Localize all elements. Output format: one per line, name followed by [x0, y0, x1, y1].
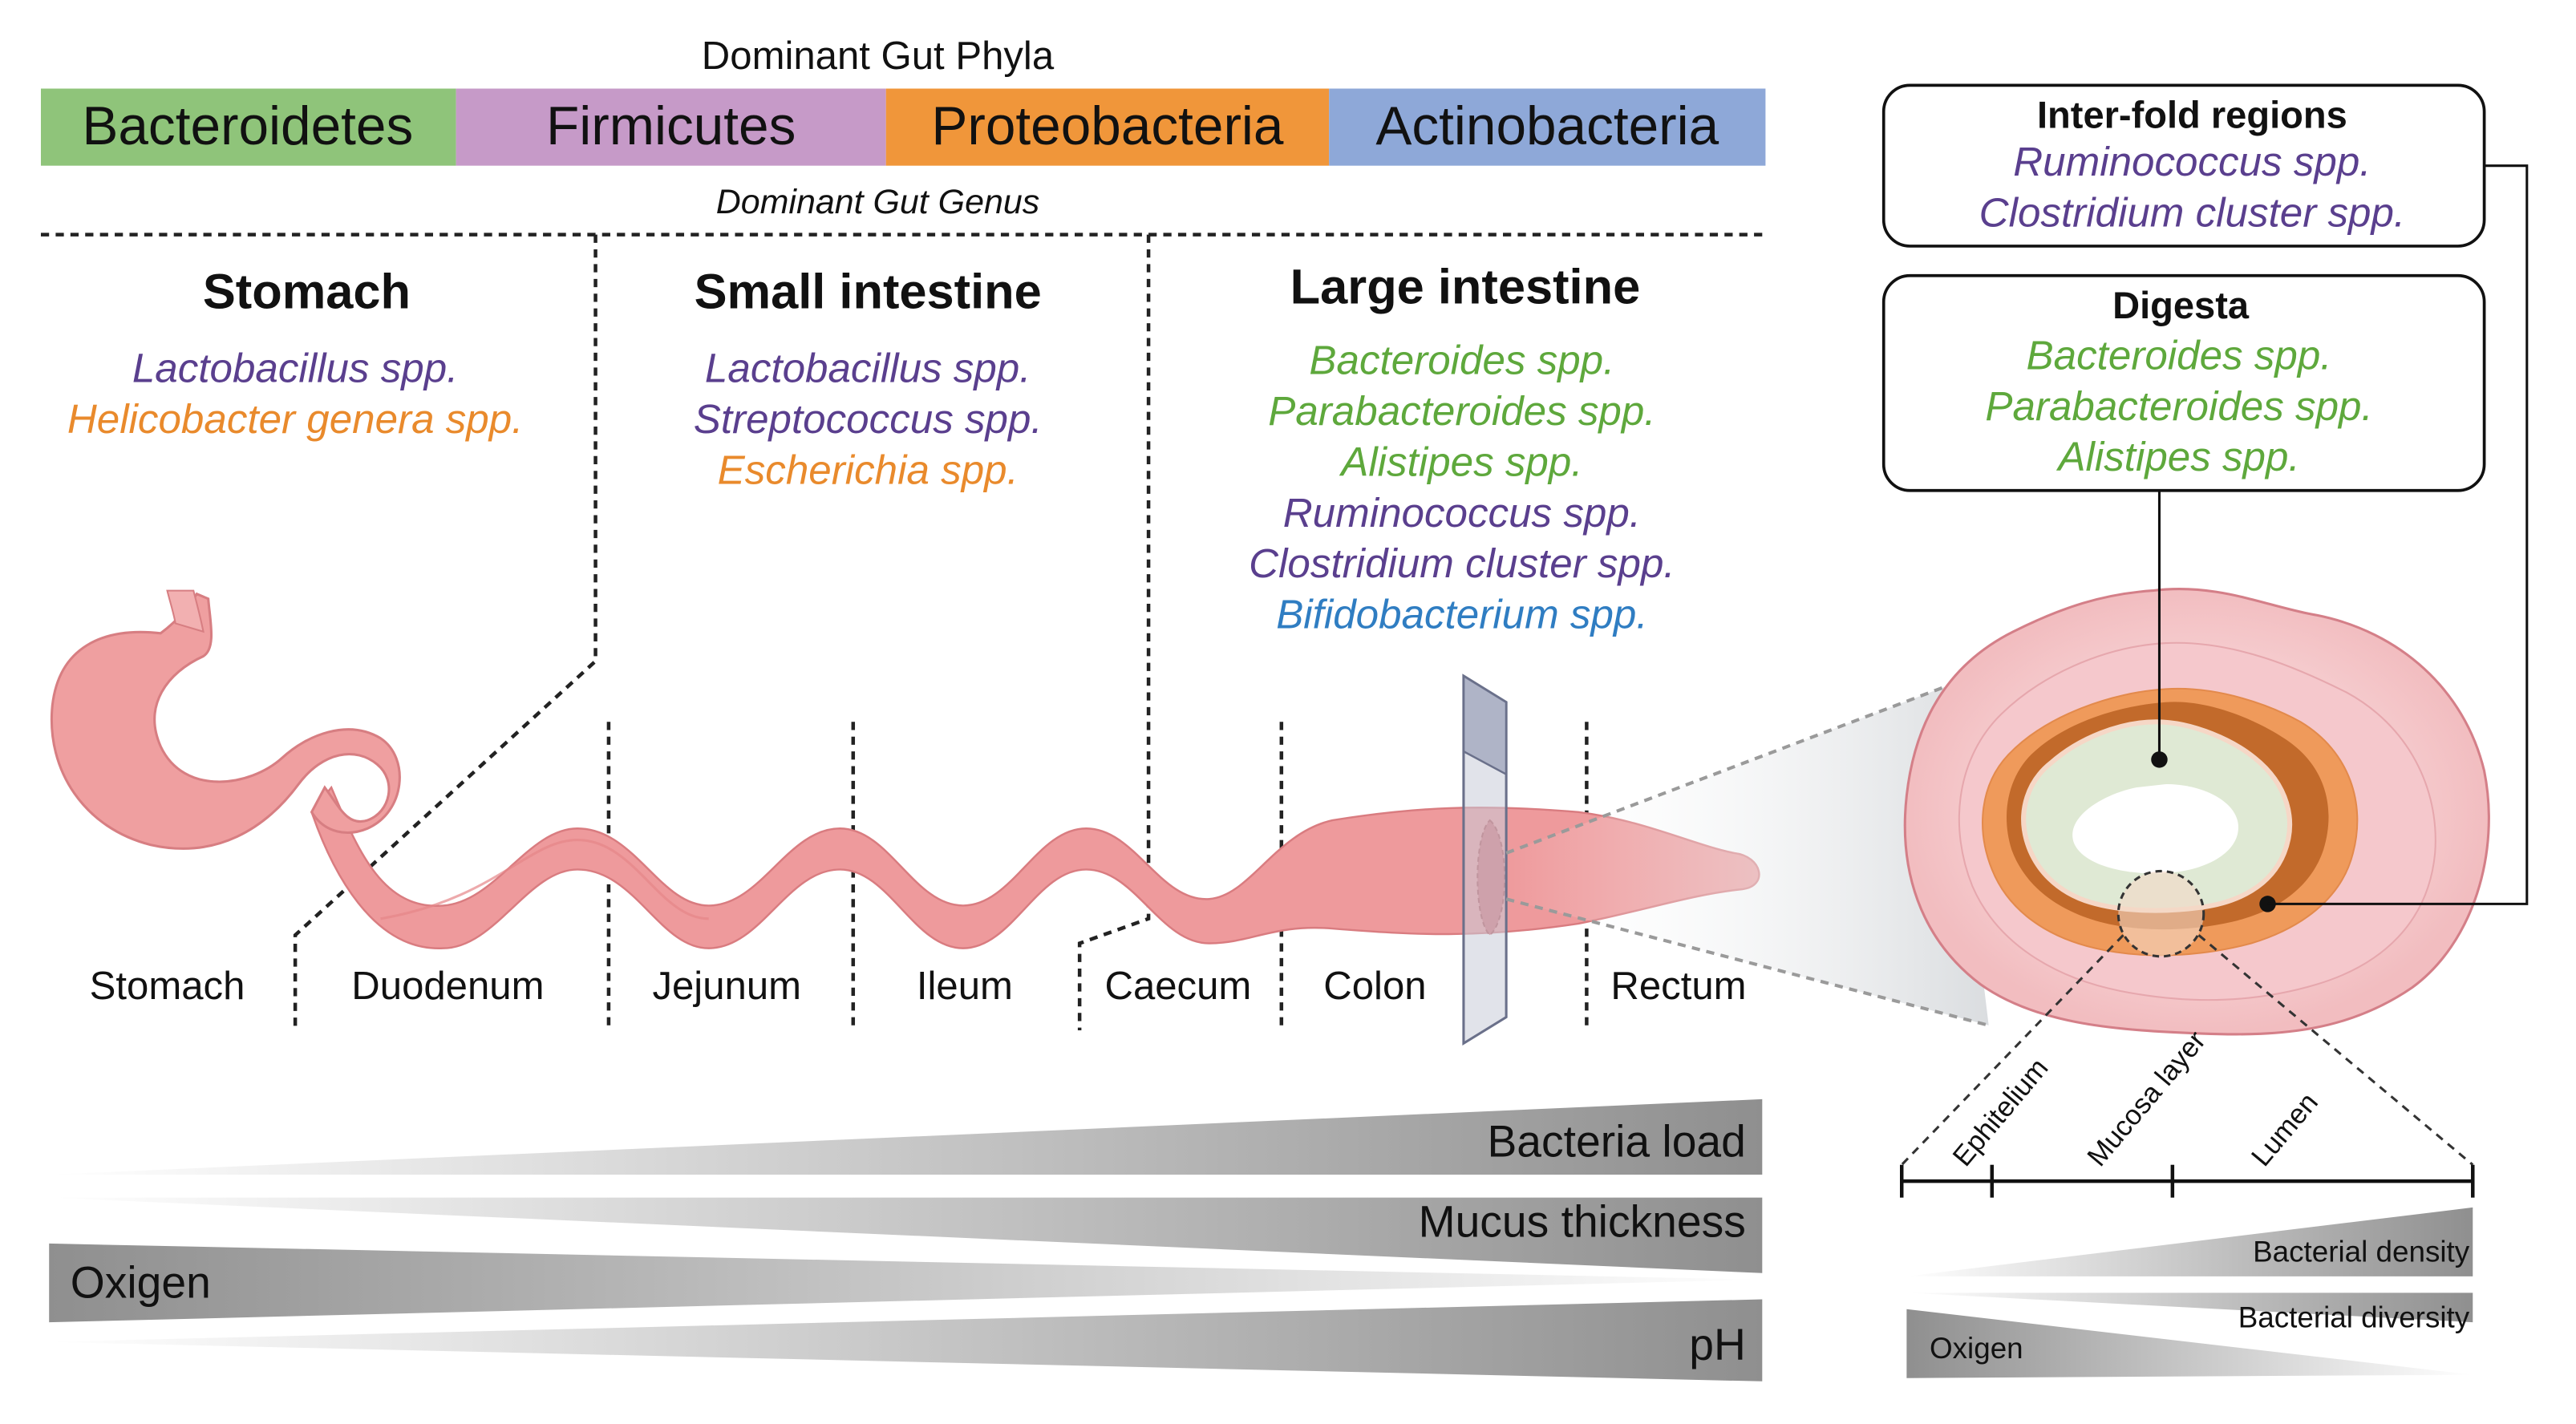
phyla-actinobacteria-segment	[1329, 88, 1766, 166]
ph-wedge	[49, 1299, 1763, 1382]
phyla-proteobacteria-segment	[885, 88, 1330, 166]
bacteria-load-wedge	[49, 1098, 1763, 1175]
stomach-shape	[50, 592, 401, 850]
segment-labels: Stomach Duodenum Jejunum Ileum Caecum Co…	[90, 965, 1747, 1008]
right-oxigen-wedge	[1906, 1309, 2473, 1378]
layer-scale: Ephitelium Mucosa layer Lumen	[1899, 1026, 2475, 1198]
segment-colon: Colon	[1323, 965, 1426, 1008]
interfold-title: Inter-fold regions	[2037, 94, 2347, 136]
large-intestine-genera-block: Large intestine Bacteroides spp. Parabac…	[1249, 260, 1675, 637]
phyla-bar: Bacteroidetes Firmicutes Proteobacteria …	[40, 88, 1766, 166]
stomach-genera-block: Stomach Lactobacillus spp. Helicobacter …	[67, 265, 524, 443]
segment-ileum: Ileum	[917, 965, 1013, 1008]
layer-mucosa-label: Mucosa layer	[2082, 1026, 2212, 1172]
zoom-lines	[1901, 934, 2474, 1166]
callout-connectors	[2157, 164, 2529, 905]
interfold-callout: Inter-fold regions Ruminococcus spp. Clo…	[1881, 83, 2486, 248]
projection-lines	[1505, 684, 1990, 1027]
segment-jejunum: Jejunum	[652, 965, 801, 1008]
bacterial-density-wedge	[1906, 1207, 2473, 1276]
large-genus-4: Ruminococcus spp.	[1283, 490, 1641, 536]
intestine-fold-line	[380, 839, 709, 920]
divider-small-large	[1077, 234, 1151, 1030]
large-genus-5: Clostridium cluster spp.	[1249, 540, 1675, 586]
projection-cone	[1506, 686, 1989, 1026]
glass-slide-label	[1462, 674, 1508, 776]
oxigen-wedge	[49, 1243, 1763, 1323]
small-genus-3: Escherichia spp.	[718, 447, 1019, 493]
ph-label: pH	[1689, 1320, 1746, 1369]
small-genus-2: Streptococcus spp.	[694, 396, 1043, 442]
right-oxigen-label: Oxigen	[1930, 1332, 2023, 1365]
mucus-thickness-label: Mucus thickness	[1419, 1197, 1746, 1247]
digesta-box	[1881, 273, 2486, 492]
oxigen-label: Oxigen	[71, 1257, 211, 1307]
small-intestine-title: Small intestine	[695, 265, 1042, 320]
large-intestine-title: Large intestine	[1290, 260, 1641, 315]
segment-duodenum: Duodenum	[351, 965, 544, 1008]
interfold-genus-1: Ruminococcus spp.	[2013, 139, 2371, 184]
lumen-center	[2072, 784, 2238, 874]
bacteria-load-label: Bacteria load	[1487, 1116, 1745, 1166]
stomach-genus-1: Lactobacillus spp.	[132, 346, 459, 391]
left-gradients: Bacteria load Mucus thickness Oxigen pH	[49, 1098, 1763, 1382]
right-gradients: Bacterial density Bacterial diversity Ox…	[1906, 1207, 2473, 1378]
large-genus-6: Bifidobacterium spp.	[1276, 592, 1647, 637]
segment-rectum: Rectum	[1610, 965, 1746, 1008]
bacterial-density-label: Bacterial density	[2253, 1235, 2470, 1268]
interfold-connector	[2267, 164, 2529, 905]
interfold-genus-2: Clostridium cluster spp.	[1979, 189, 2405, 235]
segment-stomach: Stomach	[90, 965, 245, 1008]
phyla-firmicutes-segment	[456, 88, 886, 166]
small-intestine-genera-block: Small intestine Lactobacillus spp. Strep…	[694, 265, 1043, 493]
stomach-title: Stomach	[203, 265, 411, 320]
zoom-circle	[2116, 869, 2205, 958]
layer-lumen-label: Lumen	[2246, 1087, 2323, 1172]
colon-cross-section	[1903, 588, 2490, 1036]
layer-epithelium-label: Ephitelium	[1947, 1053, 2054, 1172]
mucus-thickness-wedge	[49, 1197, 1763, 1273]
bacterial-diversity-label: Bacterial diversity	[2238, 1301, 2470, 1333]
large-genus-2: Parabacteroides spp.	[1268, 388, 1655, 434]
phyla-label-bacteroidetes: Bacteroidetes	[82, 96, 413, 156]
digesta-genus-1: Bacteroides spp.	[2027, 332, 2332, 378]
large-genus-3: Alistipes spp.	[1339, 439, 1582, 484]
interfold-box	[1881, 83, 2486, 248]
bacterial-diversity-wedge	[1906, 1293, 2473, 1323]
esophagus	[166, 589, 205, 633]
phyla-label-proteobacteria: Proteobacteria	[931, 96, 1284, 156]
phyla-bacteroidetes-segment	[40, 88, 456, 166]
gut-illustration	[50, 589, 1760, 1046]
segment-caecum: Caecum	[1105, 965, 1252, 1008]
digesta-title: Digesta	[2112, 284, 2250, 326]
small-genus-1: Lactobacillus spp.	[705, 346, 1031, 391]
stomach-genus-2: Helicobacter genera spp.	[67, 396, 524, 442]
phyla-label-actinobacteria: Actinobacteria	[1375, 96, 1719, 156]
digesta-callout: Digesta Bacteroides spp. Parabacteroides…	[1881, 273, 2486, 492]
genus-title: Dominant Gut Genus	[716, 183, 1039, 221]
divider-stomach-small	[293, 234, 597, 1030]
phyla-title: Dominant Gut Phyla	[702, 34, 1055, 78]
phyla-label-firmicutes: Firmicutes	[546, 96, 796, 156]
digesta-genus-3: Alistipes spp.	[2056, 434, 2299, 479]
large-genus-1: Bacteroides spp.	[1309, 338, 1614, 383]
digesta-genus-2: Parabacteroides spp.	[1985, 383, 2372, 429]
